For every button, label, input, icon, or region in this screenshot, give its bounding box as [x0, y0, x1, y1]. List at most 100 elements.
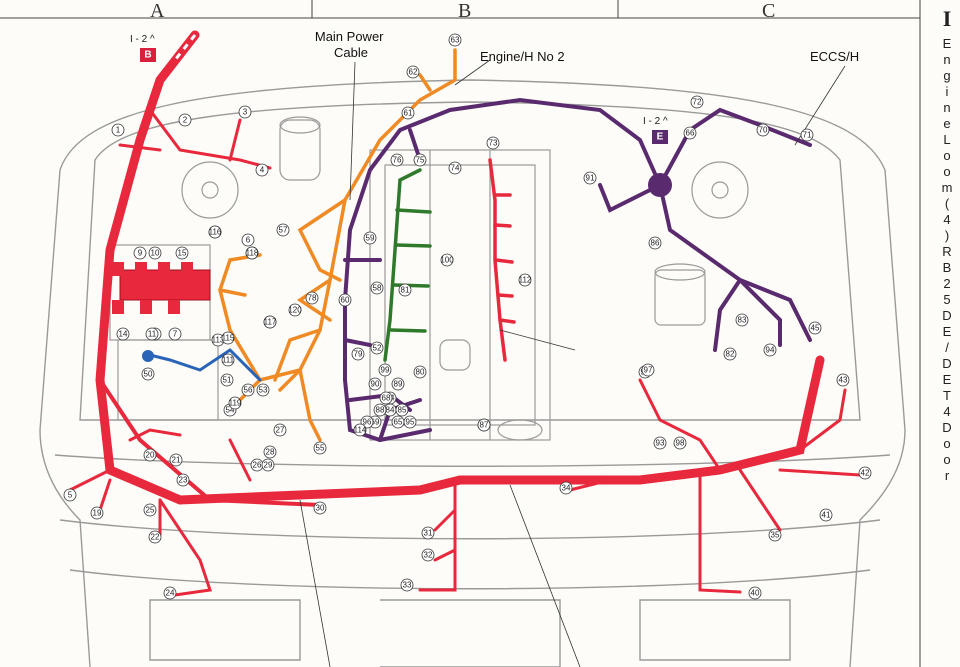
connector-number-label: 7	[173, 330, 178, 339]
connector-number-label: 98	[676, 439, 685, 448]
connector-number-badge	[653, 436, 667, 450]
side-title-char: g	[943, 68, 951, 83]
connector-number-label: 4	[260, 166, 265, 175]
connector-number-badge	[338, 293, 352, 307]
connector-e-tag	[652, 130, 668, 144]
connector-number-label: 27	[276, 426, 285, 435]
side-title-char: 2	[943, 276, 951, 291]
connector-number-label: 91	[586, 174, 595, 183]
connector-number-badge	[836, 373, 850, 387]
side-title-char: E	[942, 372, 952, 387]
connector-number-label: 10	[151, 249, 160, 258]
side-title-char: D	[942, 308, 952, 323]
connector-number-label: 120	[288, 306, 302, 315]
connector-number-label: 1	[116, 126, 121, 135]
connector-number-label: 76	[393, 156, 402, 165]
side-title-char: )	[944, 228, 950, 243]
connector-number-badge	[143, 503, 157, 517]
engine-harness-no2-label: Engine/H No 2	[480, 49, 565, 64]
connector-number-label: 20	[146, 451, 155, 460]
side-title-char: T	[943, 388, 951, 403]
connector-number-label: 2	[183, 116, 188, 125]
connector-e-letter: E	[657, 132, 664, 143]
connector-number-badge	[413, 365, 427, 379]
connector-number-badge	[808, 321, 822, 335]
connector-number-label: 69	[371, 418, 380, 427]
connector-number-badge	[819, 508, 833, 522]
connector-number-label: 112	[519, 276, 532, 285]
connector-number-label: 11	[148, 330, 157, 339]
connector-number-label: 87	[480, 421, 489, 430]
connector-number-label: 84	[386, 406, 395, 415]
connector-number-badge	[763, 343, 777, 357]
connector-number-label: 41	[822, 511, 831, 520]
side-title-char: o	[943, 148, 951, 163]
side-title-char: i	[945, 84, 949, 99]
side-title-char: o	[943, 436, 951, 451]
connector-number-badge	[168, 327, 182, 341]
side-title-char: B	[942, 260, 952, 275]
connector-number-badge	[305, 291, 319, 305]
connector-number-badge	[390, 153, 404, 167]
side-title-char: /	[945, 340, 949, 355]
connector-number-badge	[370, 341, 384, 355]
connector-number-badge	[238, 105, 252, 119]
connector-number-badge	[368, 377, 382, 391]
connector-number-label: 57	[279, 226, 288, 235]
connector-number-badge	[148, 246, 162, 260]
connector-number-badge	[683, 126, 697, 140]
connector-number-badge	[379, 391, 393, 405]
connector-number-badge	[208, 225, 222, 239]
connector-number-badge	[353, 423, 367, 437]
connector-number-label: 68	[382, 394, 391, 403]
connector-number-badge	[169, 453, 183, 467]
connector-number-label: 83	[738, 316, 747, 325]
car-body-outline	[39, 79, 906, 667]
connector-number-badge	[261, 458, 275, 472]
connector-number-label: 113	[212, 336, 225, 345]
connector-number-label: 85	[398, 406, 407, 415]
connector-number-label: 34	[562, 484, 571, 493]
connector-number-badge	[263, 315, 277, 329]
connector-number-label: 74	[451, 164, 460, 173]
main-loom-harness	[68, 30, 862, 597]
connector-number-badge	[241, 233, 255, 247]
connector-number-label: 86	[651, 239, 660, 248]
side-title-char: R	[942, 244, 952, 259]
zone-ruler	[0, 0, 921, 667]
connector-number-badge	[288, 303, 302, 317]
connector-number-label: 33	[403, 581, 412, 590]
connector-number-badge	[477, 418, 491, 432]
connector-number-badge	[518, 273, 532, 287]
eccs-harness	[343, 97, 812, 443]
connector-number-badge	[421, 526, 435, 540]
connector-number-badge	[486, 136, 500, 150]
connector-number-badge	[273, 423, 287, 437]
connector-number-label: 35	[771, 531, 780, 540]
connector-number-label: 59	[366, 234, 375, 243]
connector-number-label: 50	[144, 370, 153, 379]
connector-number-label: 114	[354, 426, 367, 435]
side-title-char: D	[942, 356, 952, 371]
connector-number-label: 70	[759, 126, 768, 135]
engine-block	[369, 149, 551, 441]
side-title-char: n	[943, 52, 951, 67]
connector-number-badge	[448, 161, 462, 175]
connector-number-label: 71	[803, 131, 812, 140]
connector-number-label: 58	[373, 284, 382, 293]
connector-number-badge	[90, 506, 104, 520]
connector-number-label: 99	[381, 366, 390, 375]
connector-number-badge	[768, 528, 782, 542]
connector-number-label: 60	[341, 296, 350, 305]
connector-number-badge	[723, 347, 737, 361]
connector-number-badge	[148, 530, 162, 544]
connector-number-badge	[403, 415, 417, 429]
connector-number-label: 95	[406, 418, 415, 427]
connector-number-label: 90	[371, 380, 380, 389]
side-title-char: 5	[943, 292, 951, 307]
connector-number-label: 14	[119, 330, 128, 339]
eccs-grommet	[648, 173, 672, 197]
connector-number-badge	[276, 223, 290, 237]
